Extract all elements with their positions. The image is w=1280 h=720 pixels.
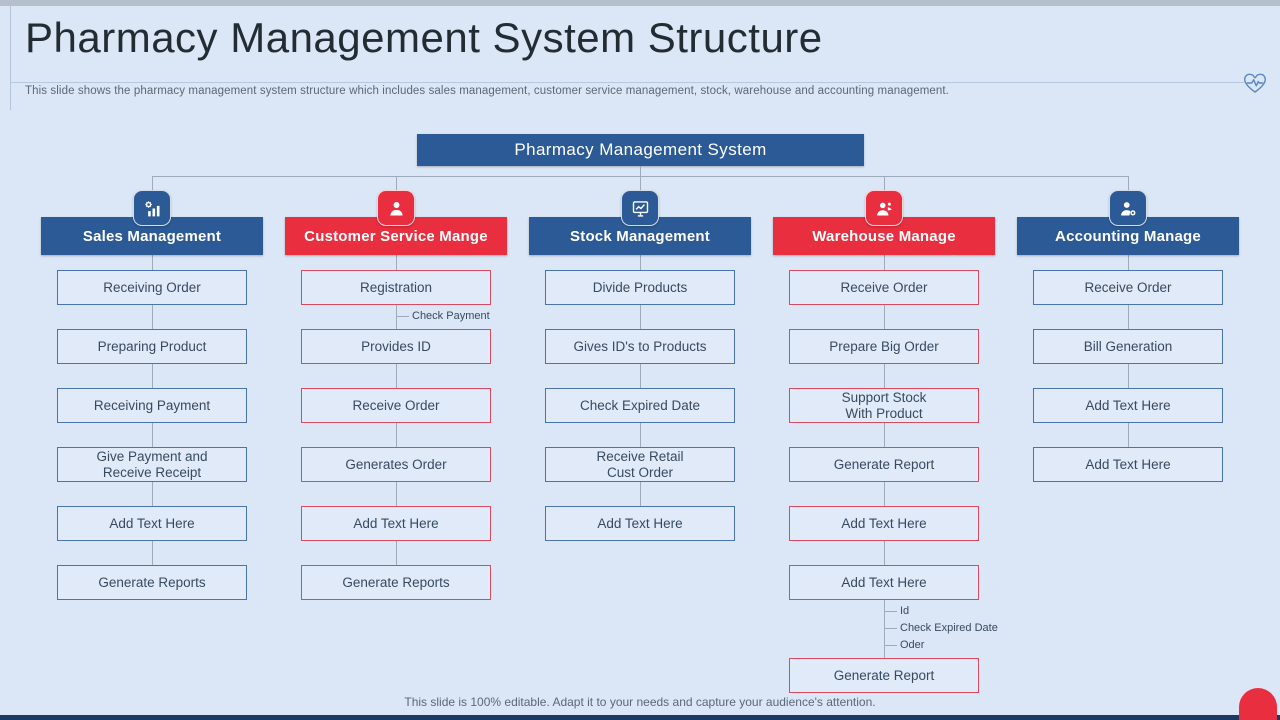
node-box[interactable]: Preparing Product	[57, 329, 247, 364]
node-box[interactable]: Add Text Here	[789, 565, 979, 600]
node-box[interactable]: Generates Order	[301, 447, 491, 482]
tick-label: Check Payment	[412, 310, 490, 322]
left-rule-line	[10, 6, 11, 110]
column-header-warehouse-manage[interactable]: Warehouse Manage	[773, 217, 995, 255]
red-corner-shape	[1239, 688, 1277, 720]
tick-label: Check Expired Date	[900, 622, 998, 634]
node-box[interactable]: Add Text Here	[57, 506, 247, 541]
node-box[interactable]: Add Text Here	[789, 506, 979, 541]
node-box[interactable]: Provides ID	[301, 329, 491, 364]
root-node[interactable]: Pharmacy Management System	[417, 134, 864, 166]
column-header-stock-management[interactable]: Stock Management	[529, 217, 751, 255]
node-box[interactable]: Generate Report	[789, 658, 979, 693]
node-box[interactable]: Receiving Payment	[57, 388, 247, 423]
column-spine-line	[640, 236, 641, 523]
column-stub-line-4	[1128, 177, 1129, 190]
monitor-chart-icon	[621, 190, 659, 226]
node-box[interactable]: Give Payment and Receive Receipt	[57, 447, 247, 482]
top-edge-line	[0, 0, 1280, 6]
node-box[interactable]: Gives ID's to Products	[545, 329, 735, 364]
node-box[interactable]: Add Text Here	[545, 506, 735, 541]
column-stub-line-0	[152, 177, 153, 190]
subtitle: This slide shows the pharmacy management…	[25, 85, 949, 97]
tick-label-row: Id	[773, 604, 995, 619]
node-box[interactable]: Add Text Here	[1033, 388, 1223, 423]
bottom-bar	[0, 715, 1280, 720]
page-title: Pharmacy Management System Structure	[25, 14, 823, 61]
tick-label-row: Check Expired Date	[773, 621, 998, 636]
node-box[interactable]: Generate Reports	[301, 565, 491, 600]
node-box[interactable]: Receive Order	[789, 270, 979, 305]
footer-note: This slide is 100% editable. Adapt it to…	[404, 695, 876, 709]
node-box[interactable]: Generate Reports	[57, 565, 247, 600]
node-box[interactable]: Generate Report	[789, 447, 979, 482]
column-stub-line-3	[884, 177, 885, 190]
heart-pulse-icon	[1242, 70, 1268, 96]
tick-label-row: Oder	[773, 638, 995, 653]
tick-connector-line	[396, 316, 409, 317]
person-plus-icon	[865, 190, 903, 226]
node-box[interactable]: Divide Products	[545, 270, 735, 305]
tick-label-row: Check Payment	[285, 309, 507, 324]
node-box[interactable]: Add Text Here	[301, 506, 491, 541]
node-box[interactable]: Support Stock With Product	[789, 388, 979, 423]
tick-label: Id	[900, 605, 910, 617]
column-stub-line-2	[640, 177, 641, 190]
tick-label: Oder	[900, 639, 925, 651]
root-stub-line	[640, 166, 641, 177]
title-divider	[10, 82, 1244, 83]
tick-connector-line	[884, 611, 897, 612]
tick-connector-line	[884, 645, 897, 646]
node-box[interactable]: Check Expired Date	[545, 388, 735, 423]
node-box[interactable]: Bill Generation	[1033, 329, 1223, 364]
node-box[interactable]: Prepare Big Order	[789, 329, 979, 364]
person-gear-icon	[1109, 190, 1147, 226]
node-box[interactable]: Add Text Here	[1033, 447, 1223, 482]
person-icon	[377, 190, 415, 226]
node-box[interactable]: Receive Order	[1033, 270, 1223, 305]
node-box[interactable]: Registration	[301, 270, 491, 305]
branch-horizontal-line	[152, 176, 1129, 177]
bar-chart-gear-icon	[133, 190, 171, 226]
node-box[interactable]: Receive Order	[301, 388, 491, 423]
node-box[interactable]: Receiving Order	[57, 270, 247, 305]
column-stub-line-1	[396, 177, 397, 190]
tick-connector-line	[884, 628, 897, 629]
node-box[interactable]: Receive Retail Cust Order	[545, 447, 735, 482]
